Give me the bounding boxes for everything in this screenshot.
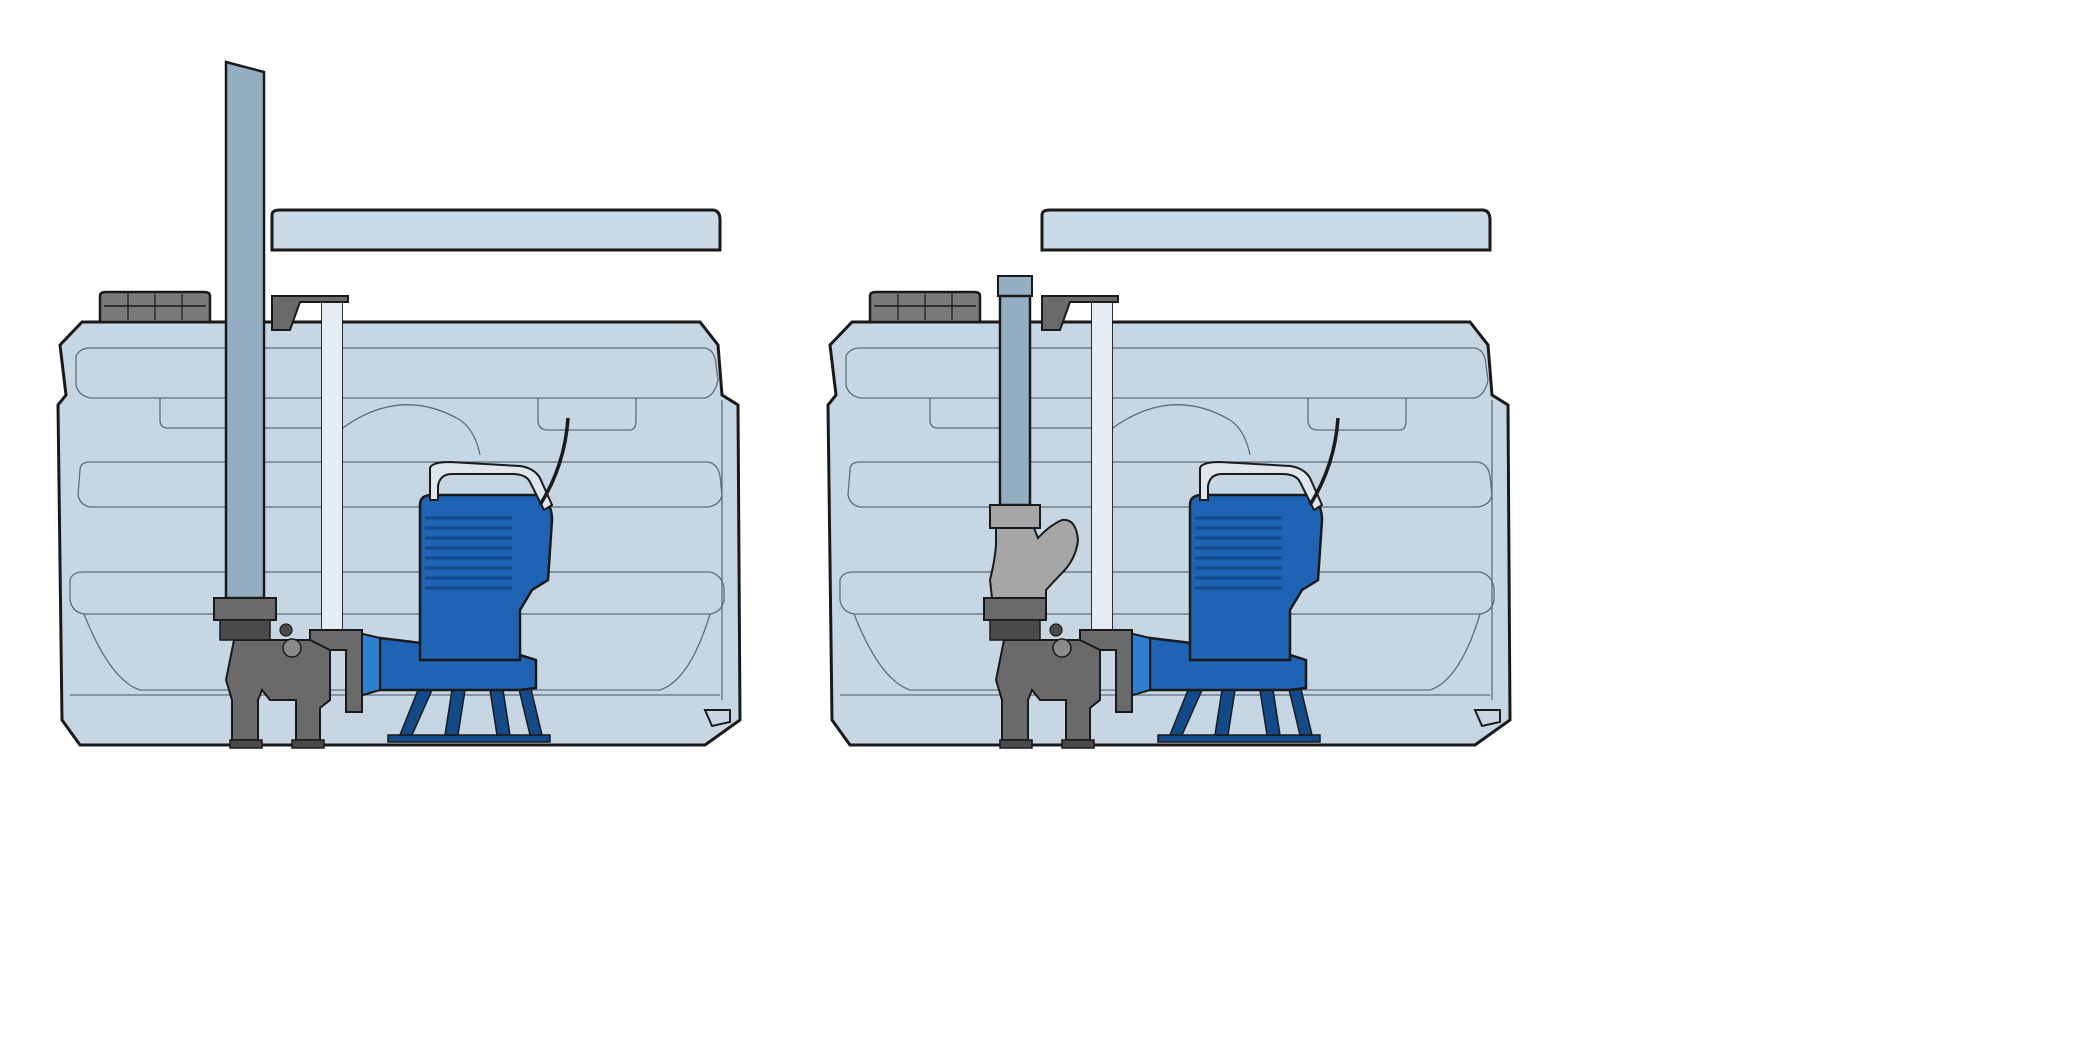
tank-left [56,208,742,750]
station-right [826,208,1512,750]
tank-right [826,208,1512,750]
station-left [56,60,742,750]
discharge-pipe-long [213,60,277,641]
discharge-pipe-short [983,275,1080,641]
